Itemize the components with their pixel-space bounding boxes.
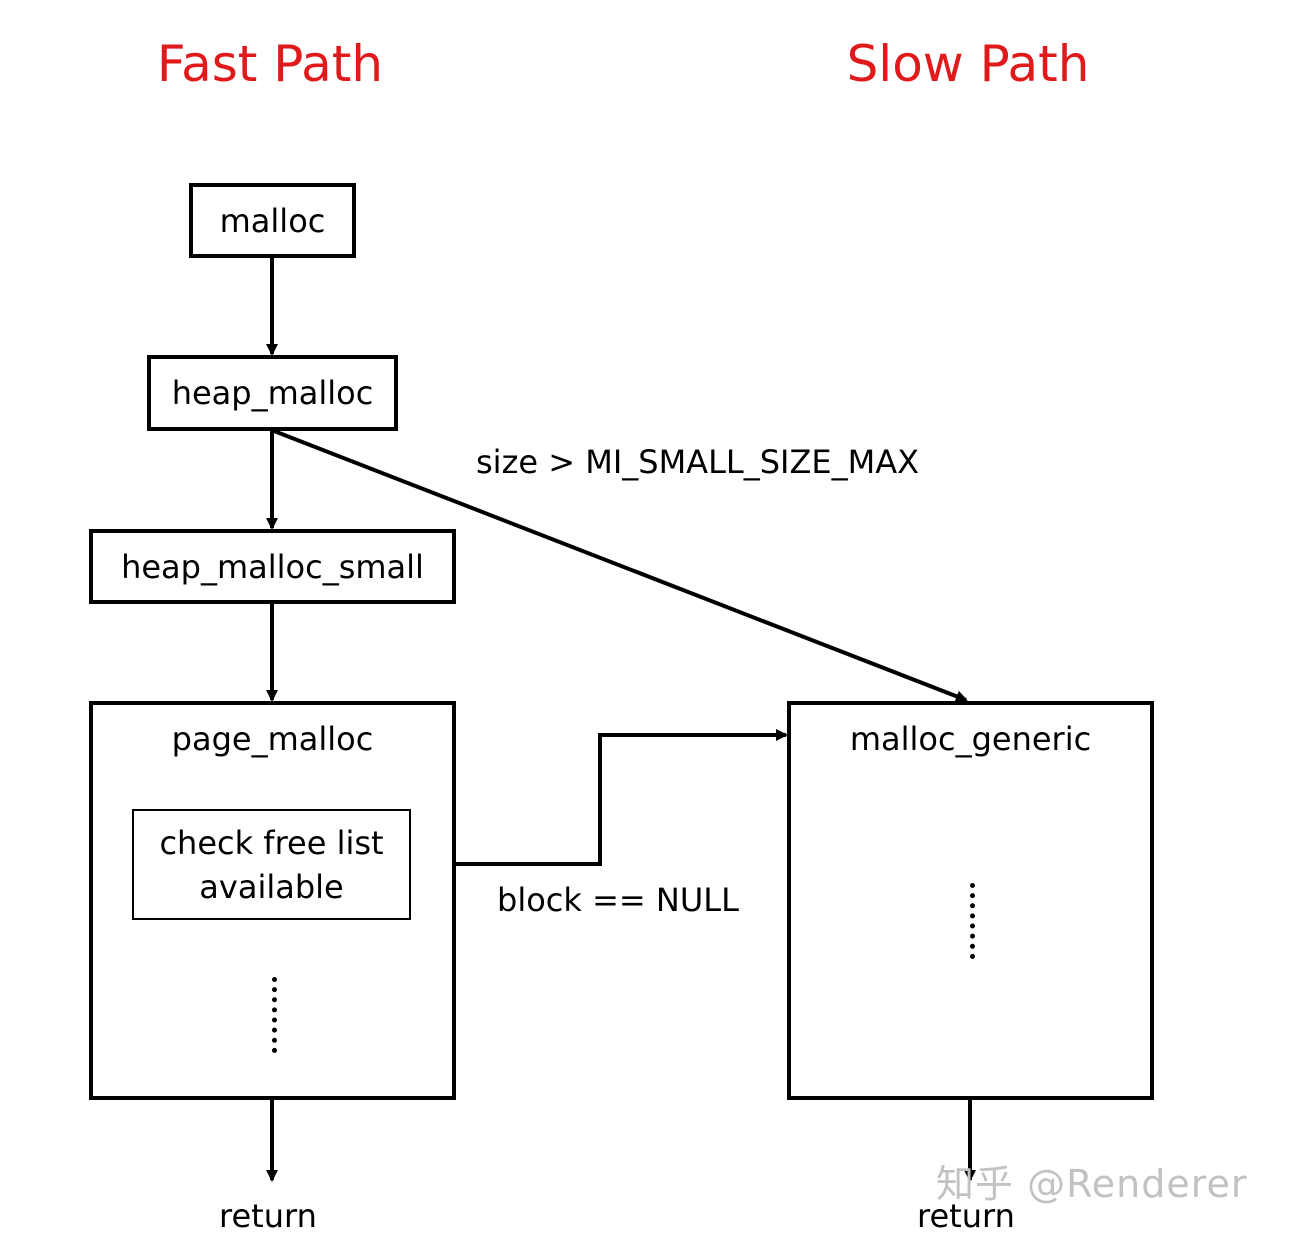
node-heap-malloc-label: heap_malloc: [171, 374, 374, 412]
node-check-free-list: check free list available: [132, 809, 411, 920]
return-slow-label: return: [917, 1197, 1015, 1235]
node-malloc-generic: malloc_generic: [787, 701, 1154, 1100]
edge-label-block-null: block == NULL: [497, 881, 739, 919]
node-check-free-list-line2: available: [199, 867, 344, 906]
node-heap-malloc-small-label: heap_malloc_small: [121, 547, 424, 586]
node-malloc-generic-label: malloc_generic: [849, 720, 1092, 758]
edge-check-free-list-to-malloc-generic: [410, 729, 788, 866]
node-heap-malloc: heap_malloc: [147, 355, 398, 431]
ellipsis-vertical-icon: [272, 977, 277, 1053]
return-fast-label: return: [219, 1197, 317, 1235]
node-check-free-list-line1: check free list: [159, 823, 384, 862]
slow-path-heading: Slow Path: [846, 35, 1090, 93]
edge-label-size-condition: size > MI_SMALL_SIZE_MAX: [476, 443, 920, 481]
fast-path-heading: Fast Path: [156, 35, 384, 93]
node-page-malloc-label: page_malloc: [171, 720, 374, 758]
watermark-text: 知乎 @Renderer: [936, 1162, 1248, 1206]
node-malloc: malloc: [189, 183, 356, 258]
node-malloc-label: malloc: [219, 201, 326, 240]
ellipsis-vertical-icon: [970, 883, 975, 959]
node-heap-malloc-small: heap_malloc_small: [89, 529, 456, 604]
edge-heap-malloc-to-malloc-generic: [273, 429, 968, 702]
